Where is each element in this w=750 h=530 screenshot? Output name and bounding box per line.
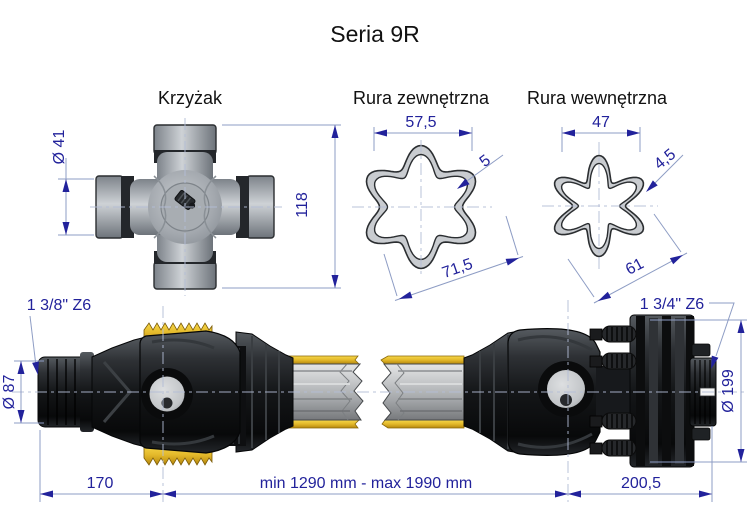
page-title: Seria 9R [330,21,419,47]
right-spline-label: 1 3/4" Z6 [640,296,704,313]
right-telescopic-tube [381,363,465,421]
inner-tube-wall-dim: 4,5 [651,146,679,173]
outer-tube-profile-drawing: 57,5 5 71,5 [352,114,524,301]
outer-tube-wall-dim: 5 [477,152,494,171]
right-length-dim: 200,5 [621,475,661,492]
inner-tube-width-dim: 47 [592,114,610,131]
cross-joint-drawing: Ø 41 118 [51,118,341,296]
left-diameter-dim: Ø 87 [1,375,18,410]
inner-tube-diagonal-dim: 61 [623,255,647,278]
inner-tube-section-label: Rura wewnętrzna [527,88,668,108]
right-tube-guard-bottom-stripe [381,419,465,429]
left-tube-guard-top-stripe [285,355,360,365]
cross-height-dim: 118 [294,192,311,218]
cross-section-label: Krzyżak [158,88,223,108]
right-diameter-dim: Ø 199 [720,369,737,413]
left-length-dim: 170 [87,475,114,492]
shaft-dimensions: 1 3/8" Z6 1 3/4" Z6 Ø 87 Ø 199 170 min 1… [1,296,747,502]
left-telescopic-tube [285,363,364,421]
hub-bottom-nut [691,427,711,441]
left-tube-guard-bottom-stripe [285,419,360,429]
left-spline-label: 1 3/8" Z6 [27,297,91,314]
inner-tube-profile-drawing: 47 4,5 61 [542,114,688,304]
right-tube-guard-top-stripe [380,355,465,365]
cross-diameter-dim: Ø 41 [51,130,68,165]
pto-shaft-side-view [12,300,748,502]
hub-top-nut [691,343,711,357]
outer-tube-width-dim: 57,5 [405,114,436,131]
outer-tube-section-label: Rura zewnętrzna [353,88,490,108]
telescopic-range-dim: min 1290 mm - max 1990 mm [260,475,473,492]
outer-tube-diagonal-dim: 71,5 [440,256,475,282]
clutch-spring-bolts [589,325,637,457]
